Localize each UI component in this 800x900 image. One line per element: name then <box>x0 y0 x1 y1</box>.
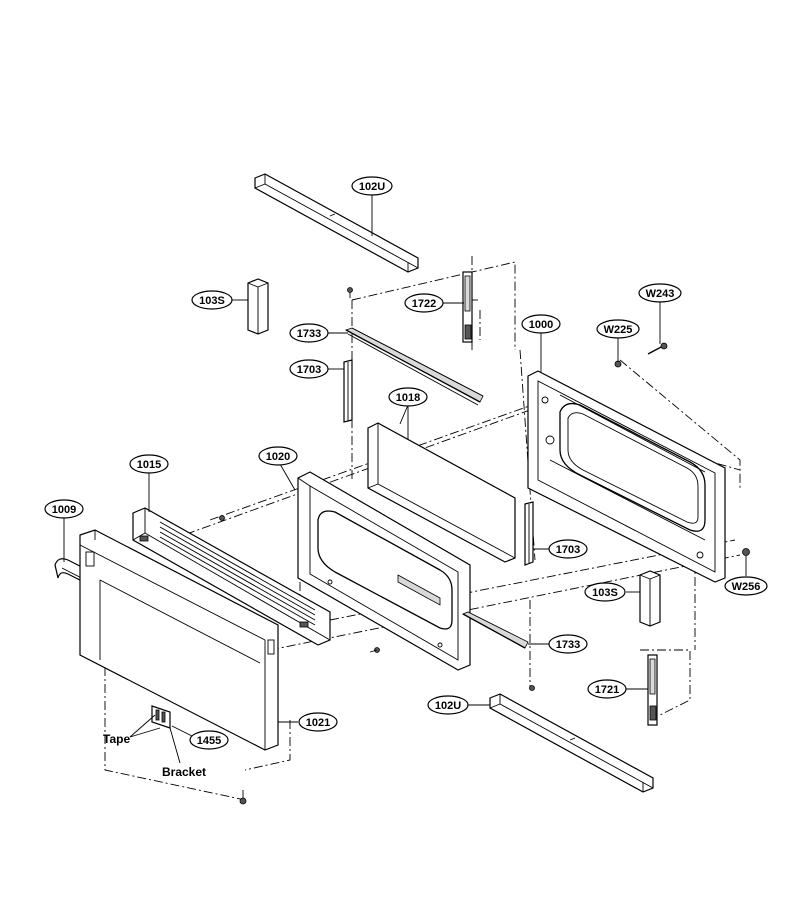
svg-text:1733: 1733 <box>297 328 321 340</box>
callout-1455: 1455 <box>189 730 229 750</box>
part-1018-glass <box>367 422 516 563</box>
part-1015-vent-panel <box>132 507 331 646</box>
part-1733-top-rail <box>344 327 484 406</box>
svg-text:1455: 1455 <box>197 735 221 747</box>
part-1733-bottom-rail <box>462 611 529 649</box>
svg-text:103S: 103S <box>199 295 225 307</box>
callout-1722: 1722 <box>404 293 444 313</box>
callout-w243: W243 <box>638 283 682 303</box>
svg-text:1018: 1018 <box>396 392 420 404</box>
svg-text:102U: 102U <box>435 700 461 712</box>
callout-1703-right: 1703 <box>548 539 588 559</box>
svg-text:W256: W256 <box>732 581 761 593</box>
tape-label: Tape <box>103 732 130 746</box>
part-103s-left <box>247 278 269 335</box>
part-1703-left-strip <box>343 359 353 423</box>
part-1721-hinge <box>647 654 658 726</box>
svg-text:102U: 102U <box>359 181 385 193</box>
callout-1018: 1018 <box>388 387 428 407</box>
part-1722-hinge <box>462 271 478 343</box>
bracket-label: Bracket <box>162 765 206 779</box>
part-102u-bottom <box>489 693 654 793</box>
callout-1015: 1015 <box>129 454 169 474</box>
screw-w243 <box>647 342 668 355</box>
callout-103s-right: 103S <box>584 582 626 602</box>
svg-text:1021: 1021 <box>306 717 330 729</box>
part-1020-window-pack <box>297 471 471 671</box>
callout-1733-bottom: 1733 <box>548 634 588 654</box>
svg-text:W243: W243 <box>646 288 675 300</box>
svg-text:1009: 1009 <box>52 504 76 516</box>
svg-text:1703: 1703 <box>297 364 321 376</box>
svg-text:1722: 1722 <box>412 298 436 310</box>
callout-102u-bottom: 102U <box>427 695 469 715</box>
svg-text:1733: 1733 <box>556 639 580 651</box>
callout-1703-left: 1703 <box>289 359 329 379</box>
callout-w225: W225 <box>596 319 640 339</box>
callout-1021: 1021 <box>298 712 338 732</box>
callout-1020: 1020 <box>258 446 298 466</box>
svg-text:1000: 1000 <box>529 319 553 331</box>
callout-1009: 1009 <box>44 499 84 519</box>
screw-bottom <box>239 790 247 805</box>
part-102u-top <box>254 173 419 273</box>
part-1021-door-panel <box>79 529 279 751</box>
part-1000-inner-frame <box>527 370 726 583</box>
svg-text:1703: 1703 <box>556 544 580 556</box>
part-103s-right <box>639 570 661 627</box>
svg-text:1020: 1020 <box>266 451 290 463</box>
leader-lines <box>63 194 747 764</box>
svg-text:103S: 103S <box>592 587 618 599</box>
washer-w256 <box>742 548 750 556</box>
callout-1721: 1721 <box>587 679 627 699</box>
callout-1000: 1000 <box>521 314 561 334</box>
callout-1733-top: 1733 <box>289 323 329 343</box>
callout-102u-top: 102U <box>351 176 393 196</box>
part-1455-bracket <box>151 705 171 729</box>
screws-1020 <box>219 515 535 691</box>
part-1703-right-strip <box>524 501 534 566</box>
screw-top <box>347 287 353 298</box>
svg-text:W225: W225 <box>604 324 633 336</box>
callout-w256: W256 <box>724 576 768 596</box>
svg-text:1721: 1721 <box>595 684 619 696</box>
callout-103s-left: 103S <box>191 290 233 310</box>
svg-text:1015: 1015 <box>137 459 161 471</box>
